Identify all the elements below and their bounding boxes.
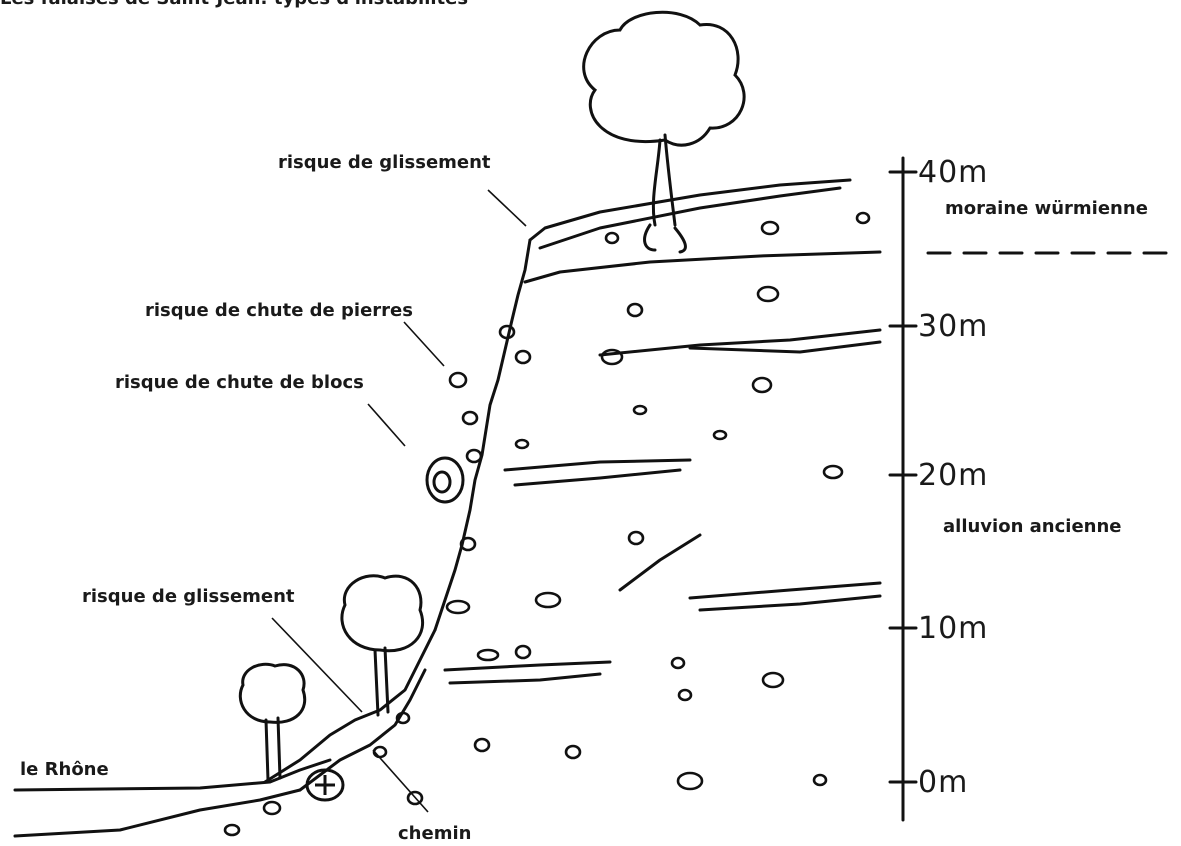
lens-4b: [450, 674, 600, 683]
tree-icon: [342, 576, 423, 715]
scale-tick-30m: 30m: [918, 312, 988, 342]
label-slide-top: risque de glissement: [278, 154, 491, 172]
scale-tick-0m: 0m: [918, 768, 968, 798]
lens-2: [505, 460, 690, 470]
label-layer-alluvium: alluvion ancienne: [943, 518, 1122, 536]
leader-rockfall-small: [404, 322, 444, 366]
label-rockfall-small: risque de chute de pierres: [145, 302, 413, 320]
leader-path: [373, 750, 428, 812]
label-rockfall-blocks: risque de chute de blocs: [115, 374, 364, 392]
label-layer-moraine: moraine würmienne: [945, 200, 1148, 218]
leader-slide-top: [488, 190, 526, 226]
lower-slope: [265, 630, 435, 782]
lens-3b: [700, 596, 880, 610]
scale-tick-40m: 40m: [918, 158, 988, 188]
lens-3: [690, 583, 880, 598]
label-river: le Rhône: [20, 761, 109, 779]
moraine-base: [525, 252, 880, 282]
lower-ground: [15, 790, 300, 836]
scale-tick-10m: 10m: [918, 614, 988, 644]
label-path: chemin: [398, 825, 471, 843]
cliff-face: [435, 240, 530, 630]
diagram-title: Les falaises de Saint-Jean: types d'inst…: [0, 0, 468, 8]
label-slide-bottom: risque de glissement: [82, 588, 295, 606]
lens-4: [445, 662, 610, 670]
scale-tick-20m: 20m: [918, 461, 988, 491]
lens-2b: [515, 470, 680, 485]
leader-rockfall-blocks: [368, 404, 405, 446]
